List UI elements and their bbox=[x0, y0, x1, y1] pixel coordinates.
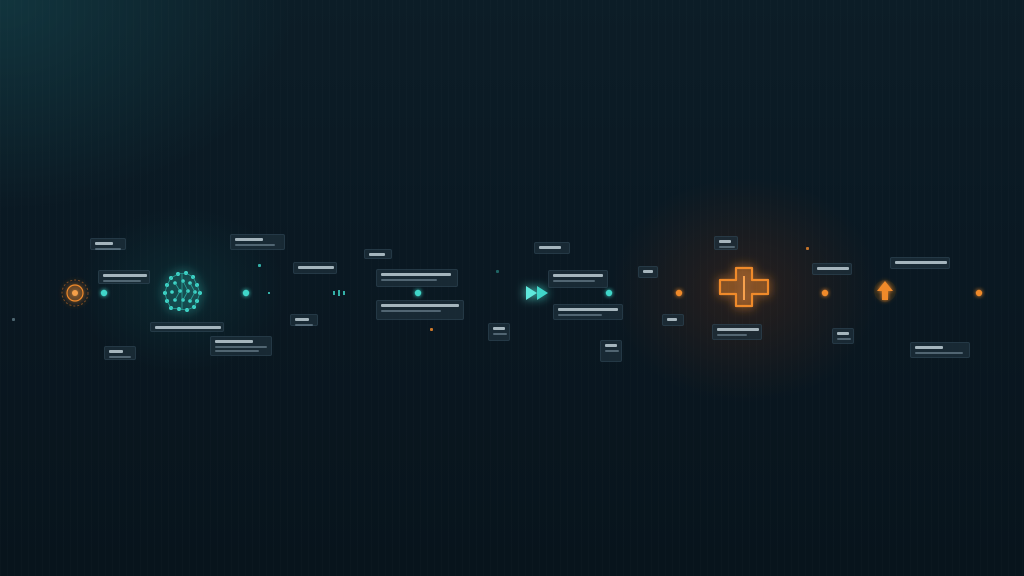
spark-particle bbox=[258, 264, 261, 267]
info-card bbox=[662, 314, 684, 326]
neural-brain-icon bbox=[163, 271, 202, 312]
timeline-node bbox=[605, 289, 613, 297]
medical-cross-icon bbox=[718, 266, 770, 308]
info-card bbox=[812, 263, 852, 275]
info-card bbox=[210, 336, 272, 356]
info-card bbox=[376, 269, 458, 287]
info-card bbox=[534, 242, 570, 254]
info-card bbox=[890, 257, 950, 269]
info-card bbox=[376, 300, 464, 320]
info-card bbox=[832, 328, 854, 344]
info-card bbox=[712, 324, 762, 340]
timeline-node bbox=[975, 289, 983, 297]
info-card bbox=[90, 238, 126, 250]
radial-target-icon bbox=[61, 279, 89, 307]
info-card bbox=[104, 346, 136, 360]
info-card bbox=[600, 340, 622, 362]
info-card bbox=[150, 322, 224, 332]
info-card bbox=[293, 262, 337, 274]
info-card bbox=[290, 314, 318, 326]
spark-particle bbox=[806, 247, 809, 250]
info-card bbox=[910, 342, 970, 358]
timeline-tick-marks bbox=[268, 290, 345, 296]
info-card bbox=[638, 266, 658, 278]
info-card bbox=[98, 270, 150, 284]
timeline-node bbox=[675, 289, 683, 297]
up-arrow-icon bbox=[874, 280, 896, 302]
info-card bbox=[548, 270, 608, 288]
fast-forward-icon bbox=[526, 286, 548, 300]
info-card bbox=[230, 234, 285, 250]
info-card bbox=[364, 249, 392, 259]
info-card bbox=[553, 304, 623, 320]
info-card bbox=[488, 323, 510, 341]
spark-particle bbox=[496, 270, 499, 273]
spark-particle bbox=[430, 328, 433, 331]
info-card bbox=[714, 236, 738, 250]
spark-particle bbox=[12, 318, 15, 321]
timeline-node bbox=[100, 289, 108, 297]
timeline-node bbox=[821, 289, 829, 297]
timeline-node bbox=[242, 289, 250, 297]
timeline-node bbox=[414, 289, 422, 297]
